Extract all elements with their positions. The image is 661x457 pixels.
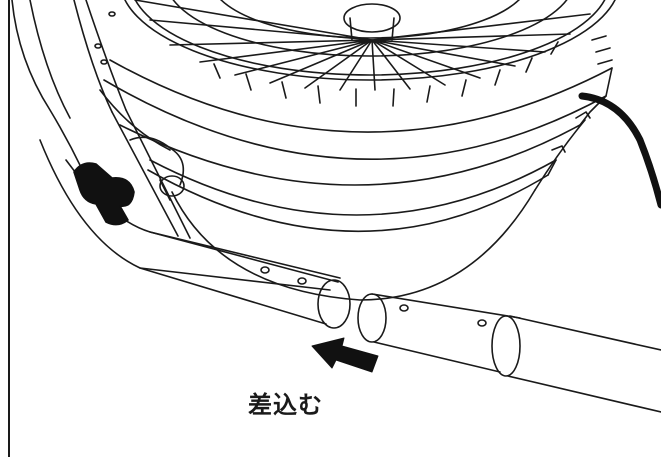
fan-housing (99, 59, 613, 301)
tube-insert (357, 293, 661, 413)
fan-guard-grille (124, 0, 616, 107)
tube-fixed (139, 231, 351, 329)
power-cord (578, 92, 661, 209)
knob-icon (73, 162, 135, 226)
pivot-joint (129, 136, 185, 201)
arrow-left-icon (311, 337, 379, 373)
insert-caption: 差込む (248, 391, 323, 419)
